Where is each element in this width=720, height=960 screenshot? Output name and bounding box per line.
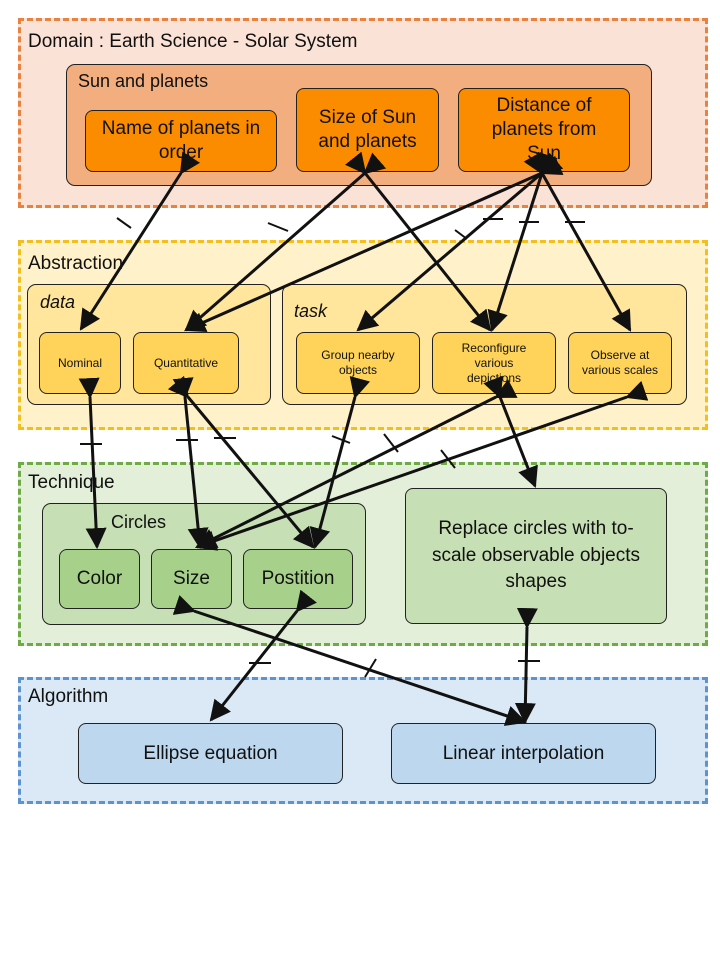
arrow-nominal-to-color xyxy=(78,377,107,550)
sun-and-planets-label: Sun and planets xyxy=(78,71,209,91)
arrow-distance-to-observe xyxy=(523,151,632,332)
tick-mark xyxy=(116,217,132,229)
arrow-reconfigure-to-size xyxy=(195,379,518,549)
node-size-label: Size xyxy=(173,568,210,590)
node-position-label: Postition xyxy=(261,568,335,590)
node-linear-interpolation-label: Linear interpolation xyxy=(442,742,605,764)
node-observe-label: Observe at various scales xyxy=(581,348,659,377)
tick-mark xyxy=(383,433,399,453)
crossing-ticks xyxy=(80,217,585,678)
arrow-distance-to-reconfigure xyxy=(487,151,558,333)
arrow-replace-to-linear xyxy=(514,607,538,725)
node-size-of-sun-label: Size of Sun and planets xyxy=(318,107,417,152)
node-color-label: Color xyxy=(76,568,123,590)
arrow-name-to-nominal xyxy=(79,151,201,331)
arrow-distance-to-quantitative xyxy=(184,155,564,332)
arrow-size-to-linear xyxy=(172,595,527,726)
node-ellipse-equation: Ellipse equation xyxy=(78,723,343,784)
arrow-reconfigure-to-replace xyxy=(483,375,538,488)
arrow-quantitative-to-size xyxy=(172,377,209,550)
arrow-observe-to-size xyxy=(195,380,649,551)
node-nominal-label: Nominal xyxy=(57,355,102,370)
node-color: Color xyxy=(59,549,140,609)
domain-layer-label: Domain : Earth Science - Solar System xyxy=(28,31,358,52)
node-ellipse-equation-label: Ellipse equation xyxy=(143,742,278,764)
algorithm-layer-label: Algorithm xyxy=(28,686,109,707)
node-quantitative-label: Quantitative xyxy=(153,355,219,370)
node-linear-interpolation: Linear interpolation xyxy=(391,723,656,784)
arrow-quantitative-to-position xyxy=(167,375,315,549)
data-group-label: data xyxy=(40,292,76,312)
node-group-nearby-label: Group nearby objects xyxy=(321,348,395,377)
tick-mark xyxy=(331,435,351,444)
circles-group-label: Circles xyxy=(111,512,167,532)
tick-mark xyxy=(364,658,377,678)
tick-mark xyxy=(454,229,468,240)
arrow-size-to-quantitative xyxy=(184,152,387,332)
tick-mark xyxy=(440,449,456,469)
arrow-position-to-ellipse xyxy=(209,589,317,722)
tick-mark xyxy=(267,222,289,232)
